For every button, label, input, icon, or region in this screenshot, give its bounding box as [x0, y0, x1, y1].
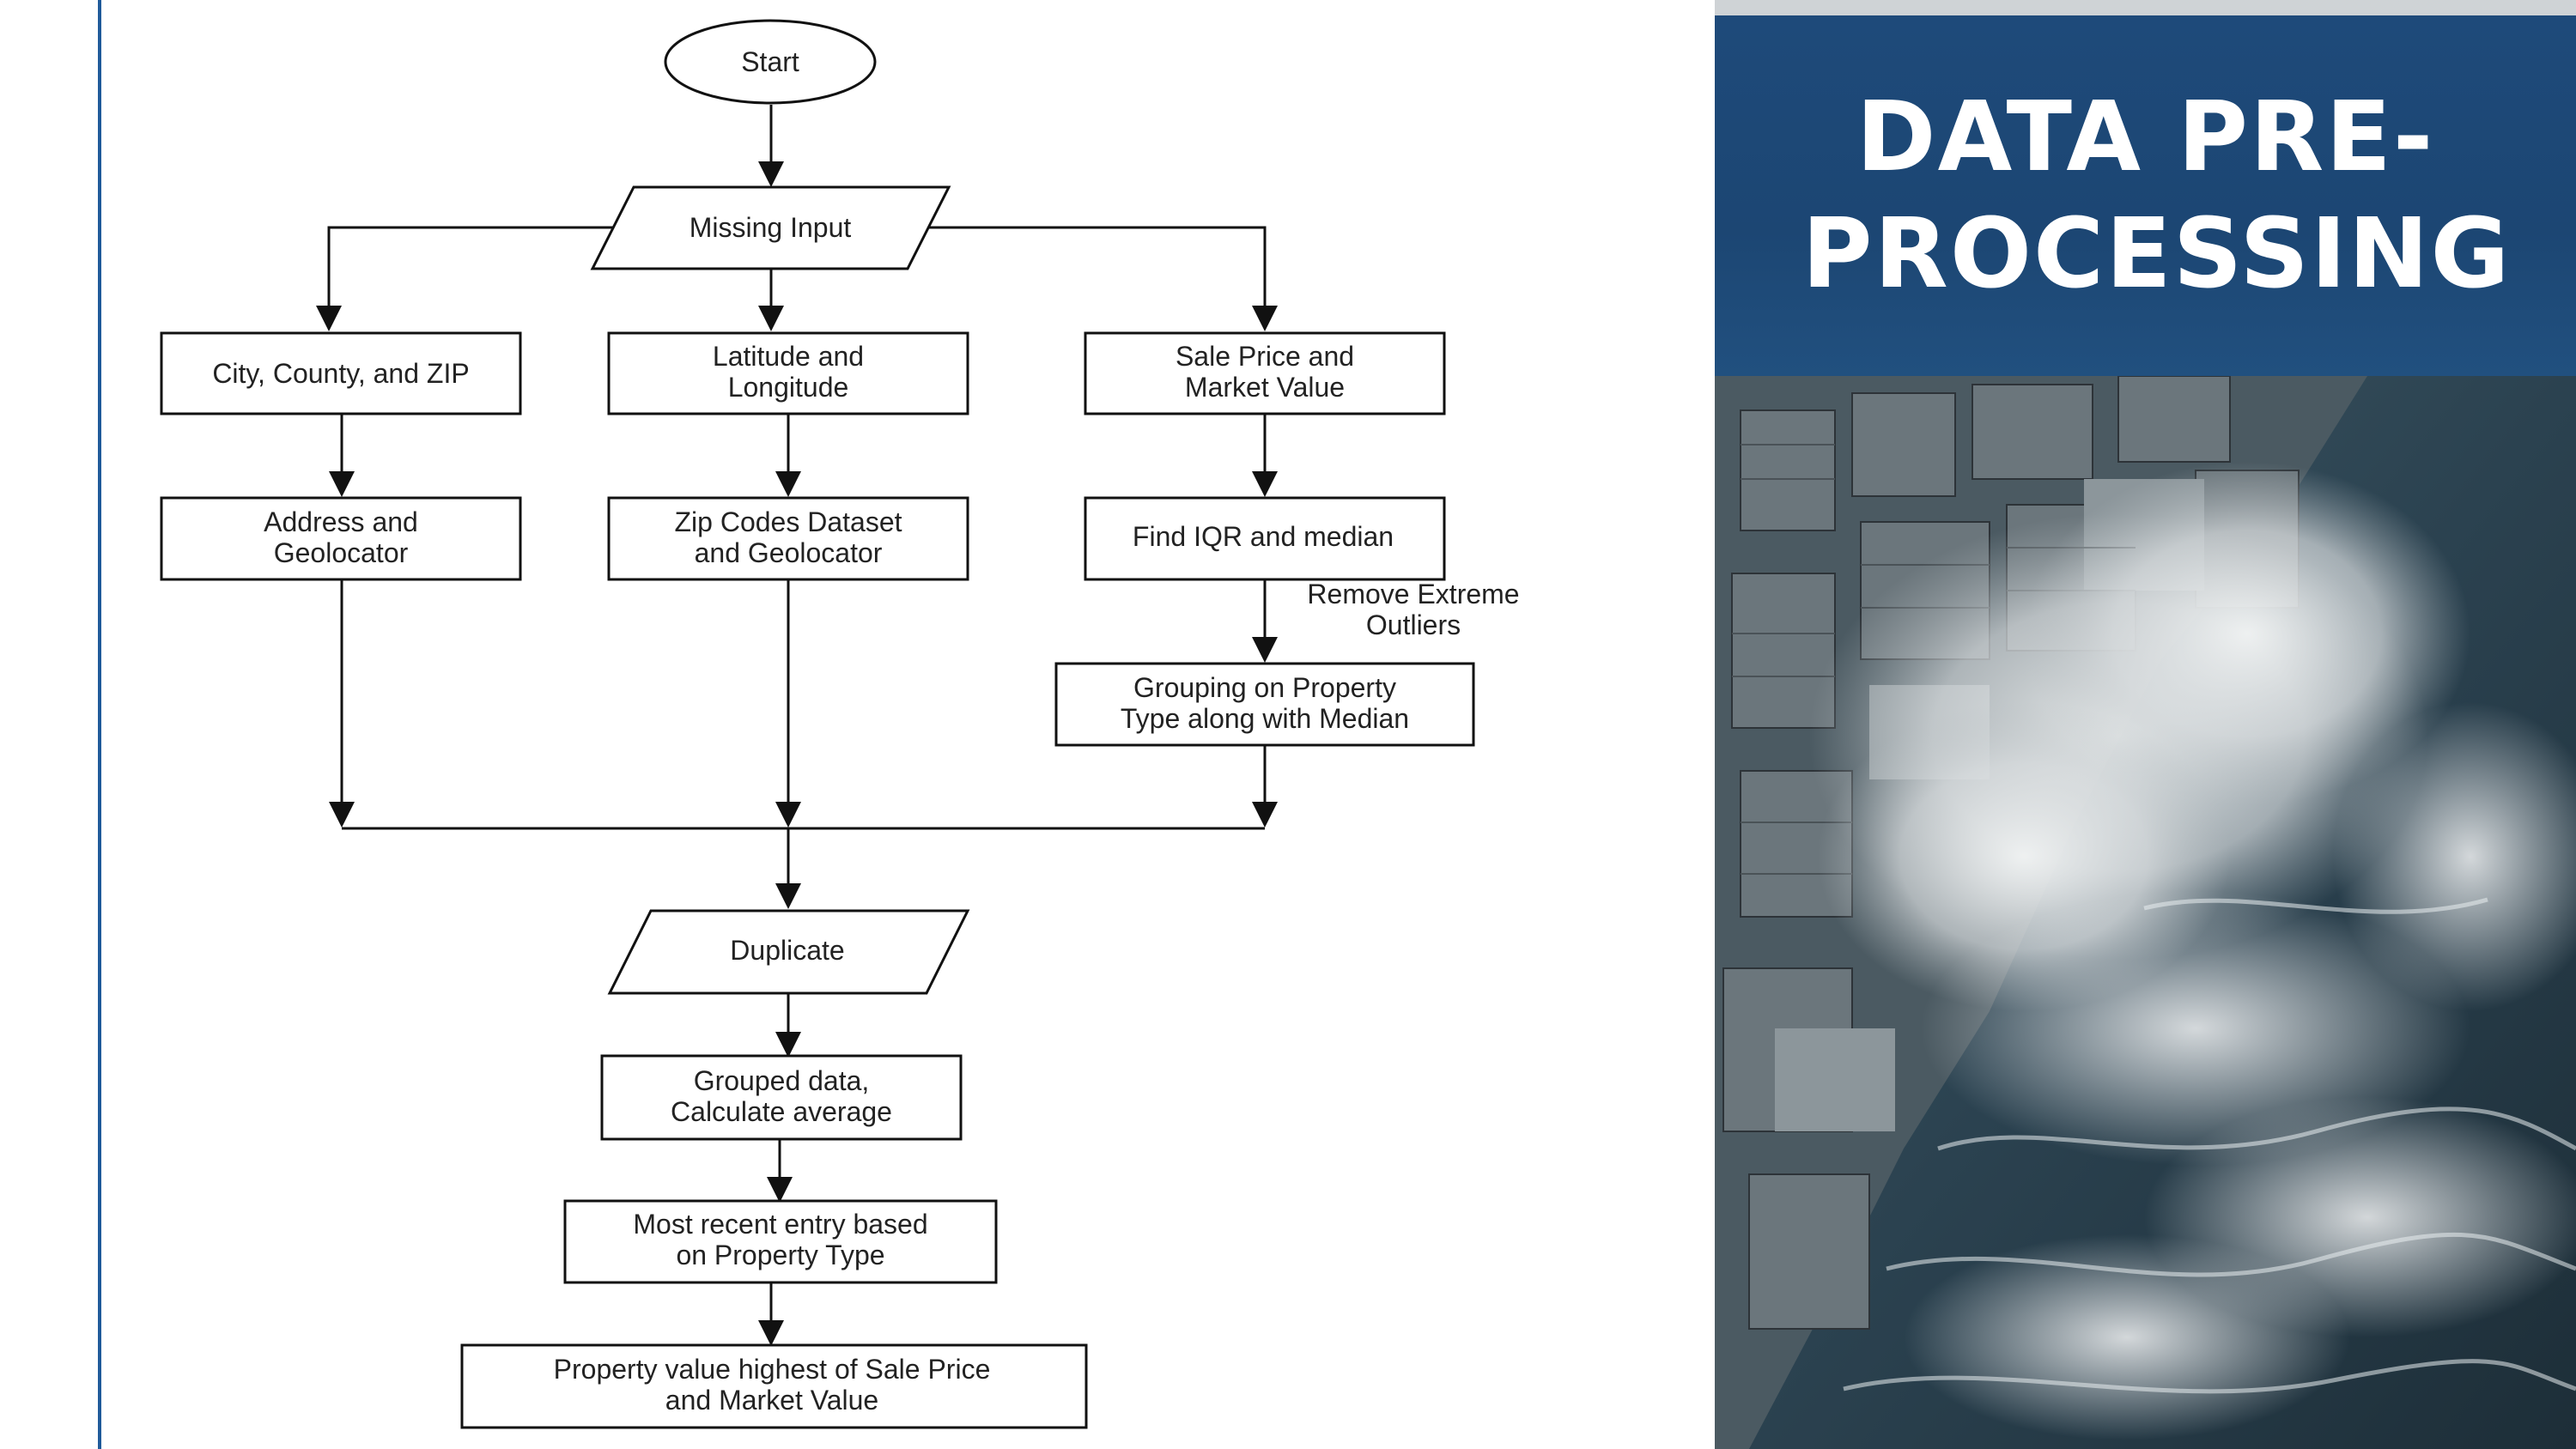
latitude-longitude-label: Latitude and — [713, 341, 864, 372]
flowchart: Start Missing Input City, County, and ZI… — [160, 19, 1520, 1429]
missing-input-parallelogram — [590, 185, 951, 270]
most-recent-entry-box — [563, 1199, 998, 1284]
most-recent-entry-label: Most recent entry based — [633, 1209, 927, 1240]
duplicate-label: Duplicate — [730, 935, 844, 966]
final-property-value-box — [460, 1343, 1088, 1429]
left-accent-rule — [98, 0, 101, 1449]
sale-price-label: Market Value — [1185, 372, 1345, 403]
address-geolocator-label: Address and — [264, 506, 418, 537]
latitude-longitude-label: Longitude — [728, 372, 849, 403]
slide-title: DATA PRE-PROCESSING — [1801, 82, 2512, 310]
address-geolocator-label: Geolocator — [274, 537, 409, 568]
grouped-average-box — [600, 1054, 963, 1141]
start-terminal — [664, 19, 877, 105]
missing-input-label: Missing Input — [690, 212, 852, 243]
grouping-property-label: Type along with Median — [1121, 703, 1409, 734]
coastal-storm-waves-photo — [1715, 376, 2576, 1449]
grouped-average-label: Calculate average — [671, 1096, 892, 1127]
connector-missing-left — [316, 226, 618, 331]
grouping-property-label: Grouping on Property — [1133, 672, 1396, 703]
latitude-longitude-box — [607, 331, 969, 415]
address-geolocator-box — [160, 496, 522, 581]
top-strip — [1715, 0, 2576, 15]
remove-outliers-annotation: Outliers — [1366, 609, 1461, 640]
connector-missing-right — [923, 226, 1278, 331]
iqr-median-label: Find IQR and median — [1133, 521, 1394, 552]
remove-outliers-annotation: Remove Extreme — [1307, 579, 1519, 609]
zip-dataset-label: and Geolocator — [695, 537, 883, 568]
city-county-zip-box — [160, 331, 522, 415]
most-recent-entry-label: on Property Type — [676, 1240, 884, 1270]
sale-price-market-value-box — [1084, 331, 1446, 415]
city-county-zip-label: City, County, and ZIP — [212, 358, 469, 389]
title-panel: DATA PRE-PROCESSING — [1715, 0, 2576, 1449]
zip-dataset-label: Zip Codes Dataset — [674, 506, 902, 537]
sale-price-label: Sale Price and — [1176, 341, 1354, 372]
grouped-average-label: Grouped data, — [694, 1065, 870, 1096]
duplicate-parallelogram — [607, 909, 970, 995]
final-property-value-label: and Market Value — [665, 1385, 878, 1416]
zip-dataset-geolocator-box — [607, 496, 969, 581]
grouping-property-box — [1054, 662, 1475, 747]
title-band: DATA PRE-PROCESSING — [1715, 15, 2576, 376]
final-property-value-label: Property value highest of Sale Price — [554, 1354, 991, 1385]
start-label: Start — [741, 46, 799, 77]
iqr-median-box — [1084, 496, 1446, 581]
